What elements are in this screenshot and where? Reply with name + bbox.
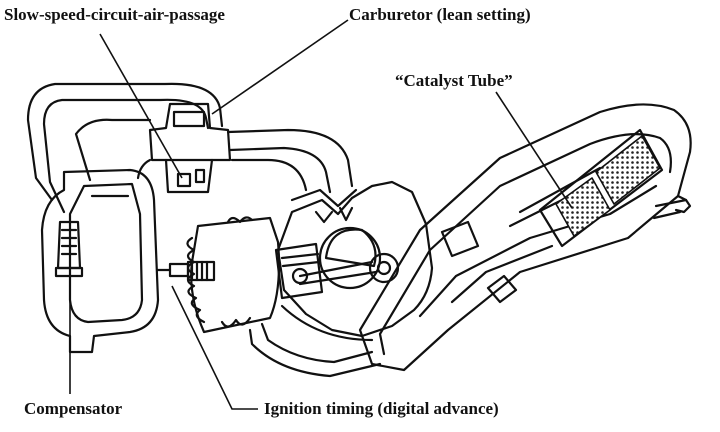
catalyst-cell-front <box>555 177 611 237</box>
leader-slow-speed <box>99 33 183 179</box>
carburetor <box>136 102 232 194</box>
catalyst-tube <box>538 128 664 248</box>
muffler <box>358 103 692 372</box>
catalyst-cell-back <box>595 135 661 205</box>
left-housing <box>40 168 160 354</box>
intake-pipe <box>226 128 354 194</box>
air-passage-loop <box>26 82 224 214</box>
label-compensator: Compensator <box>24 399 123 418</box>
label-catalyst-tube: “Catalyst Tube” <box>395 71 513 90</box>
leader-carburetor <box>211 19 349 115</box>
compensator <box>54 220 84 278</box>
label-carburetor: Carburetor (lean setting) <box>349 5 531 24</box>
label-slow-speed-circuit-air-passage: Slow-speed-circuit-air-passage <box>4 5 225 24</box>
spark-plug <box>156 260 216 282</box>
leader-ignition <box>171 285 258 410</box>
piston <box>274 242 324 300</box>
exhaust-pipe <box>248 304 382 378</box>
tail-pipe <box>652 194 692 220</box>
leader-catalyst <box>495 91 573 209</box>
crankshaft <box>298 226 400 290</box>
label-ignition-timing: Ignition timing (digital advance) <box>264 399 499 418</box>
crankcase <box>276 180 434 338</box>
